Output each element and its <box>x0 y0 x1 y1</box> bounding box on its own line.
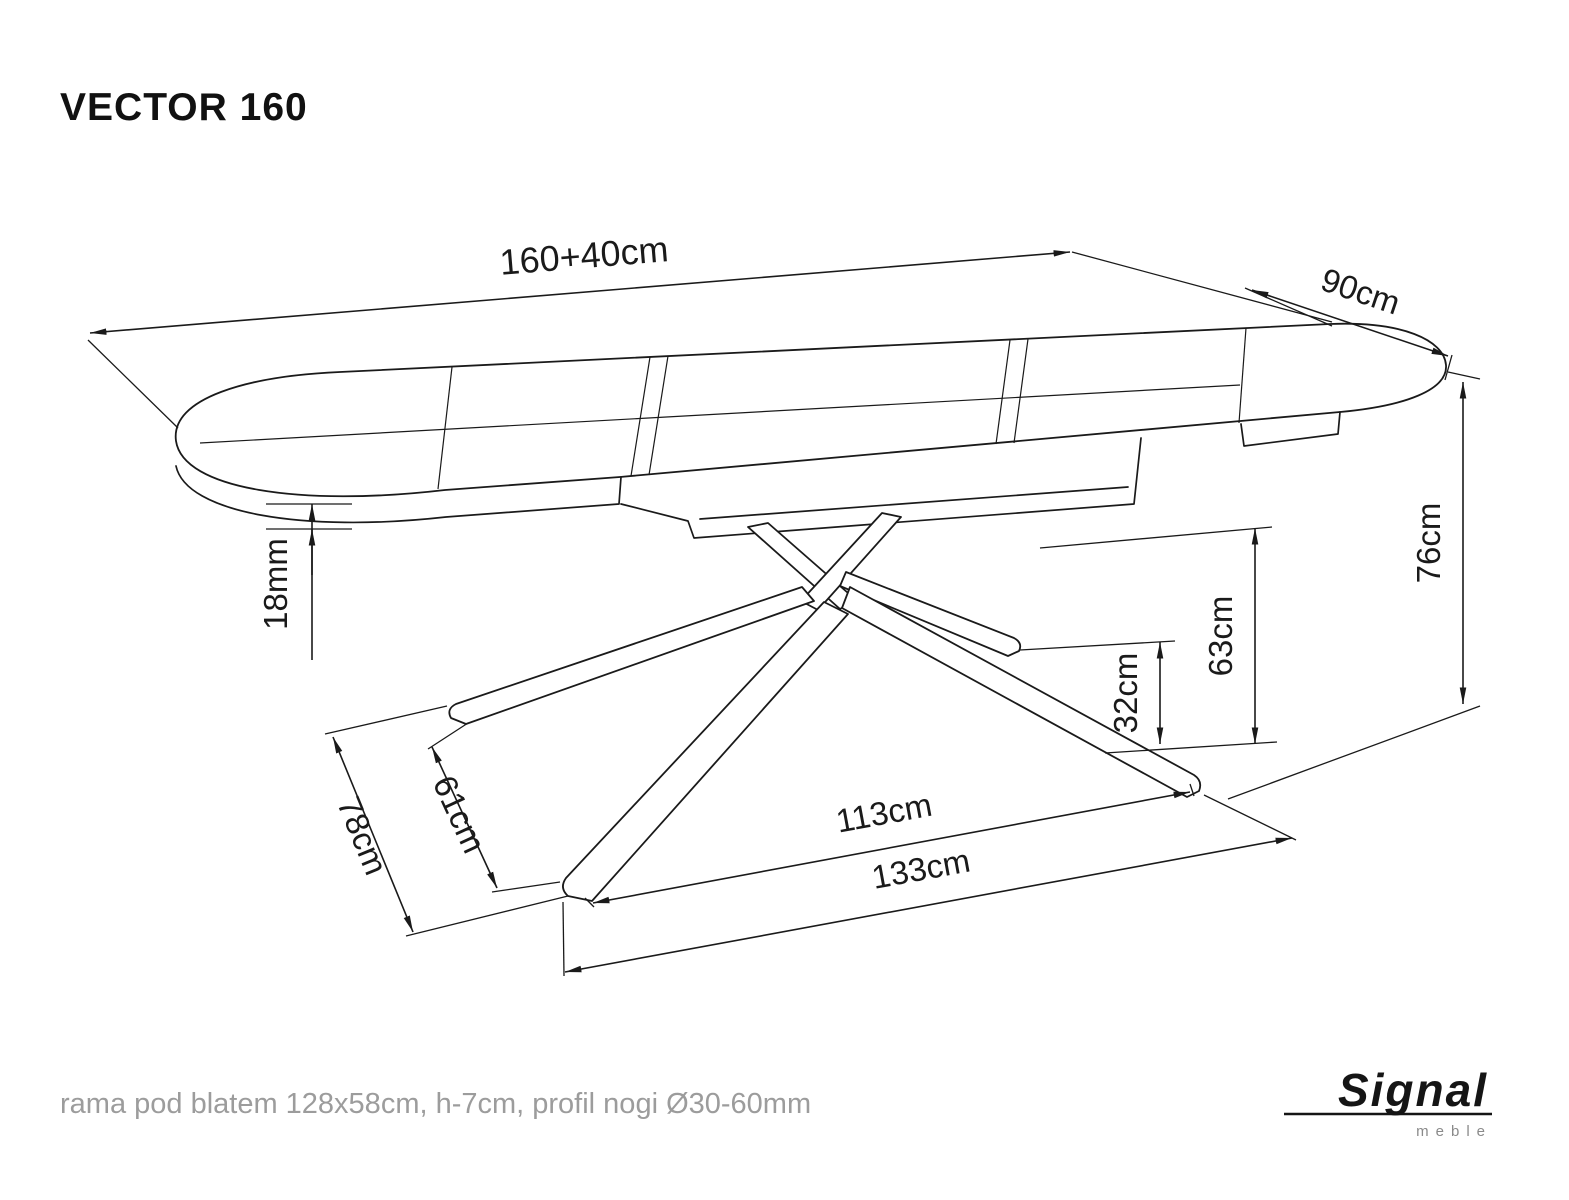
tabletop-seams <box>199 327 1247 490</box>
dim-label-hub-height: 32cm <box>1107 653 1144 734</box>
ext-length-right <box>1071 251 1333 323</box>
brand-logo: Signal meble <box>1284 1064 1492 1140</box>
tabletop-right-edge <box>1240 411 1341 447</box>
dim-line-length <box>89 250 1071 335</box>
dim-label-base-depth-outer: 78cm <box>330 791 395 880</box>
brand-name: Signal <box>1338 1064 1488 1116</box>
dim-line-base-span-outer <box>564 837 1293 973</box>
dim-label-depth: 90cm <box>1317 261 1405 322</box>
tabletop-edge-band <box>175 465 622 524</box>
dim-label-base-depth-inner: 61cm <box>426 770 493 859</box>
dim-label-base-span-inner: 113cm <box>833 786 935 840</box>
ext-hub-top <box>1019 640 1176 651</box>
dim-label-height: 76cm <box>1410 503 1447 584</box>
frame-spec-note: rama pod blatem 128x58cm, h-7cm, profil … <box>60 1088 811 1120</box>
ext-length-left <box>87 339 179 429</box>
ext-floor <box>1104 741 1278 754</box>
ext-height-top <box>1447 371 1481 380</box>
dim-label-frame-height: 63cm <box>1202 596 1239 677</box>
dim-line-base-depth-inner <box>431 746 498 889</box>
ext-base-inner-top <box>427 722 469 750</box>
ext-frame-top <box>1039 526 1273 549</box>
ext-height-bottom <box>1227 705 1481 800</box>
dimension-annotations: 160+40cm 90cm 76cm 63cm 32cm <box>87 228 1481 977</box>
ext-base-inner-bottom <box>491 881 561 893</box>
leg-front-left <box>448 586 815 725</box>
page-title: VECTOR 160 <box>60 86 308 129</box>
leg-front <box>562 601 849 902</box>
dim-line-base-depth-outer <box>332 736 414 933</box>
tabletop-surface <box>174 322 1447 498</box>
dim-label-thickness: 18mm <box>257 538 294 630</box>
table-drawing <box>174 322 1447 902</box>
leg-back-right <box>839 571 1022 657</box>
ext-span-outer-right <box>1203 794 1297 841</box>
dim-line-depth <box>1251 289 1449 357</box>
ext-base-outer-bottom <box>405 895 569 937</box>
brand-subtitle: meble <box>1416 1123 1492 1140</box>
dim-label-length: 160+40cm <box>498 228 670 283</box>
ext-span-outer-left <box>562 901 565 977</box>
ext-depth-right <box>1444 354 1453 381</box>
dim-label-base-span-outer: 133cm <box>869 842 973 896</box>
ext-base-outer-top <box>324 705 448 735</box>
ext-span-inner-right <box>1189 783 1195 797</box>
underframe <box>620 437 1142 539</box>
leg-right <box>841 586 1202 798</box>
